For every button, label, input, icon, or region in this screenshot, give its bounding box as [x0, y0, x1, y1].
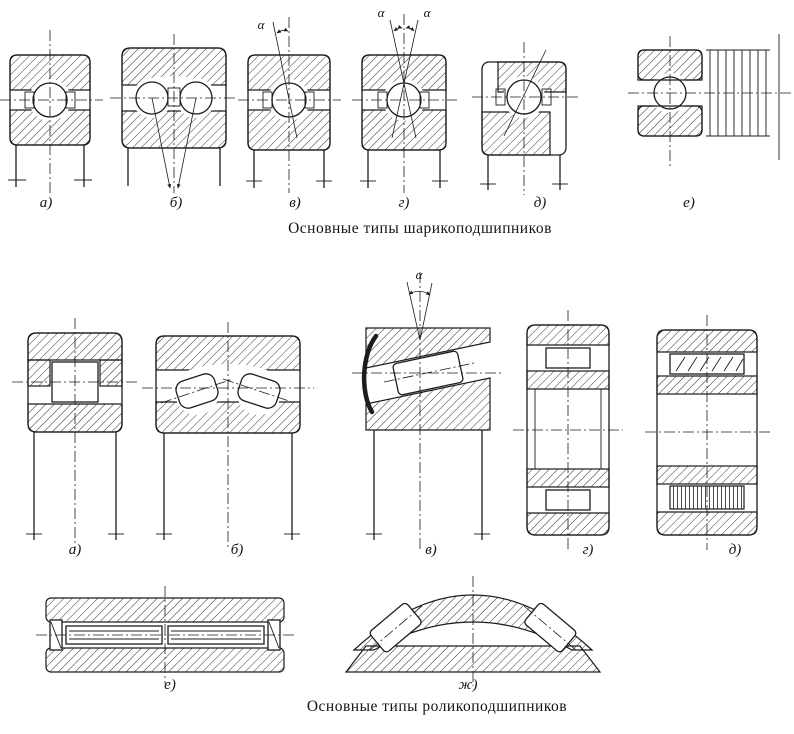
roller-bearing-full-section	[513, 310, 623, 550]
label-roller-b: б)	[231, 542, 244, 558]
label-thrust-zh: ж)	[459, 677, 478, 693]
ball-bearing-self-aligning	[110, 34, 238, 193]
contact-angle-label: α	[258, 17, 266, 32]
label-roller-v: в)	[425, 542, 437, 558]
ball-bearing-angular-contact: α	[238, 17, 341, 193]
contact-angle-label: α	[378, 5, 386, 20]
contact-angle-label: α	[416, 267, 424, 282]
ball-bearings-caption: Основные типы шарикоподшипников	[288, 220, 552, 237]
roller-bearing-tapered: α	[352, 267, 504, 550]
label-ball-a: а)	[40, 195, 53, 211]
retainer-flange	[361, 333, 379, 415]
roller-bearing-needle	[645, 315, 770, 550]
label-ball-d: д)	[534, 195, 547, 211]
shaft-section-lines	[706, 34, 780, 160]
roller-bearings-row: α	[12, 267, 770, 558]
ball-bearing-deep-groove	[0, 30, 103, 193]
label-ball-e: е)	[683, 195, 695, 211]
ball-bearing-separable	[472, 42, 578, 195]
roller-bearing-thrust-cylindrical	[36, 586, 294, 684]
ball-bearing-thrust	[628, 34, 792, 168]
roller-bearing-spherical-double-row	[142, 322, 314, 550]
label-thrust-e: е)	[164, 677, 176, 693]
ball-bearing-double-row-angular: α α	[352, 5, 457, 193]
label-roller-d: д)	[729, 542, 742, 558]
label-ball-v: в)	[289, 195, 301, 211]
barrel-roller	[369, 602, 422, 653]
roller-bearing-thrust-spherical	[344, 576, 602, 686]
ball-bearings-row: α α α	[0, 5, 792, 211]
label-ball-b: б)	[170, 195, 183, 211]
roller-bearing-cylindrical	[12, 318, 138, 550]
barrel-roller	[524, 602, 577, 653]
tilted-rollers	[675, 356, 744, 372]
roller-bearings-caption: Основные типы роликоподшипников	[307, 698, 567, 715]
label-roller-g: г)	[583, 542, 594, 558]
thrust-roller-bearings-row: е) ж)	[36, 576, 602, 693]
contact-angle-label: α	[424, 5, 432, 20]
label-roller-a: а)	[69, 542, 82, 558]
label-ball-g: г)	[399, 195, 410, 211]
